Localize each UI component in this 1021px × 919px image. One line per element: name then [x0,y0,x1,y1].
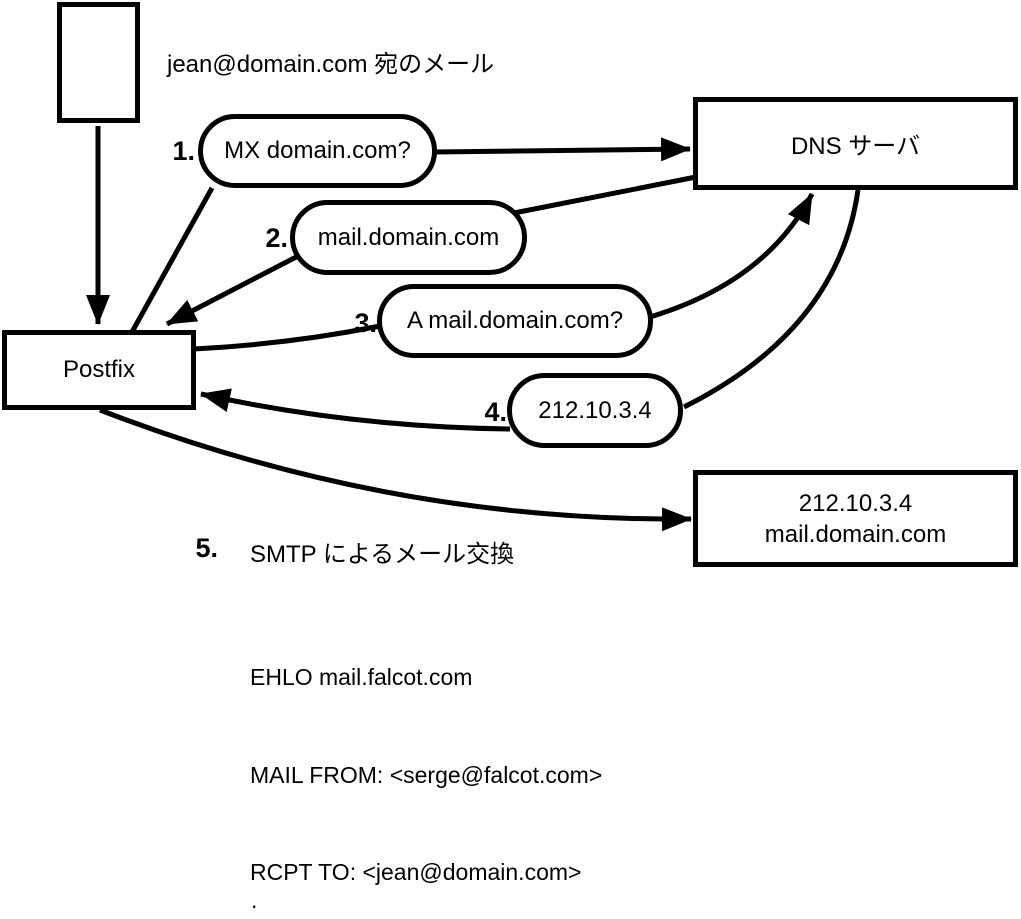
step-5-number: 5. [195,533,218,563]
step-3-number: 3. [354,308,377,338]
dns-server-node: DNS サーバ [693,97,1018,190]
target-ip-label: 212.10.3.4 [798,489,913,517]
smtp-data-terminator: . [251,887,258,913]
dns-server-label: DNS サーバ [790,133,921,160]
message-envelope-box [57,2,140,123]
postfix-node: Postfix [2,330,196,410]
pill-a-response: 212.10.3.4 [507,373,683,448]
smtp-line: MAIL FROM: <serge@falcot.com> [250,761,603,788]
pill-a-response-label: 212.10.3.4 [538,396,652,424]
pill-mx-response: mail.domain.com [290,200,527,275]
target-hostname-label: mail.domain.com [764,520,947,548]
pill-mx-query-label: MX domain.com? [224,137,411,164]
step-2-number: 2. [265,223,288,253]
postfix-label: Postfix [62,356,136,383]
step-4-number: 4. [484,397,507,427]
pill-mx-query: MX domain.com? [198,114,437,188]
smtp-transcript: EHLO mail.falcot.com MAIL FROM: <serge@f… [250,596,602,919]
target-mail-server-node: 212.10.3.4 mail.domain.com [693,470,1018,567]
pill-a-query: A mail.domain.com? [377,284,653,358]
caption-incoming-mail: jean@domain.com 宛のメール [167,51,495,78]
pill-mx-response-label: mail.domain.com [317,223,500,251]
smtp-line: RCPT TO: <jean@domain.com> [250,859,582,885]
smtp-line: EHLO mail.falcot.com [250,664,473,690]
pill-a-query-label: A mail.domain.com? [406,307,624,334]
step-5-label: SMTP によるメール交換 [250,541,515,568]
step-1-number: 1. [172,136,195,166]
